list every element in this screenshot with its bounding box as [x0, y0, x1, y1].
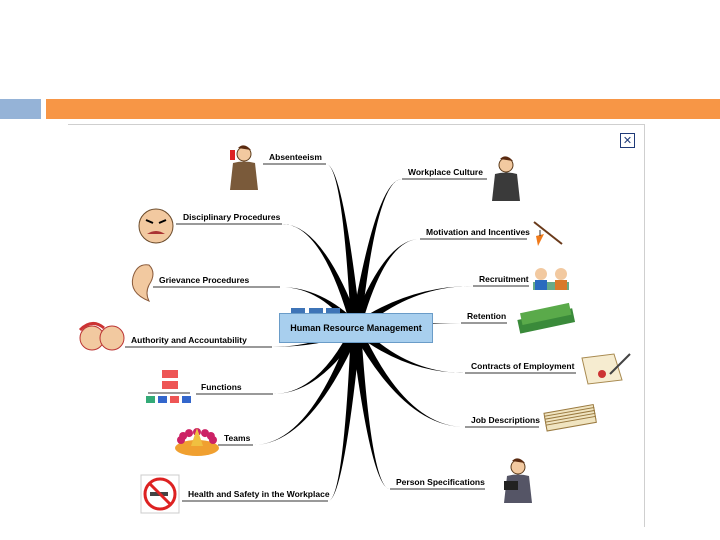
- right-topic-label[interactable]: Retention: [467, 311, 506, 321]
- right-topic-label[interactable]: Person Specifications: [396, 477, 485, 487]
- businessman-laptop-icon: [504, 458, 532, 503]
- left-topic-label[interactable]: Authority and Accountability: [131, 335, 247, 345]
- ear-icon: [131, 264, 154, 302]
- team-circle-icon: [175, 428, 219, 456]
- central-tab: [291, 308, 305, 314]
- org-chart-icon: [146, 370, 191, 403]
- businesswoman-icon: [492, 156, 520, 201]
- left-topic-label[interactable]: Health and Safety in the Workplace: [188, 489, 330, 499]
- talking-heads-icon: [78, 322, 125, 351]
- right-topic-label[interactable]: Contracts of Employment: [471, 361, 575, 371]
- left-topic-label[interactable]: Teams: [224, 433, 251, 443]
- contract-pen-icon: [581, 353, 631, 385]
- phone-woman-icon: [230, 145, 258, 190]
- no-smoking-icon: [140, 474, 180, 514]
- right-topic-label[interactable]: Recruitment: [479, 274, 529, 284]
- left-topic-label[interactable]: Grievance Procedures: [159, 275, 250, 285]
- central-tab: [326, 308, 340, 314]
- left-topic-label[interactable]: Absenteeism: [269, 152, 322, 162]
- interview-icon: [533, 268, 569, 290]
- paper-stack-icon: [543, 404, 597, 432]
- branch-line: [351, 326, 390, 489]
- branch-line: [354, 286, 473, 333]
- topic-icons: [78, 145, 631, 514]
- central-topic-box[interactable]: [279, 313, 433, 343]
- carrot-stick-icon: [533, 221, 563, 246]
- title-accent-orange: [46, 99, 720, 119]
- left-topic-label[interactable]: Functions: [201, 382, 242, 392]
- right-topic-label[interactable]: Motivation and Incentives: [426, 227, 530, 237]
- left-topic-label[interactable]: Disciplinary Procedures: [183, 212, 281, 222]
- right-topic-label[interactable]: Workplace Culture: [408, 167, 483, 177]
- branch-line: [328, 327, 361, 501]
- branch-line: [354, 323, 465, 373]
- money-stack-icon: [517, 302, 576, 334]
- branch-line: [351, 179, 402, 330]
- angry-face-icon: [138, 208, 174, 244]
- branch-line: [326, 164, 361, 329]
- close-button[interactable]: ✕: [620, 133, 635, 148]
- right-topic-label[interactable]: Job Descriptions: [471, 415, 540, 425]
- title-accent-blue: [0, 99, 41, 119]
- central-topic: Human Resource Management: [290, 323, 422, 333]
- central-tab: [309, 308, 323, 314]
